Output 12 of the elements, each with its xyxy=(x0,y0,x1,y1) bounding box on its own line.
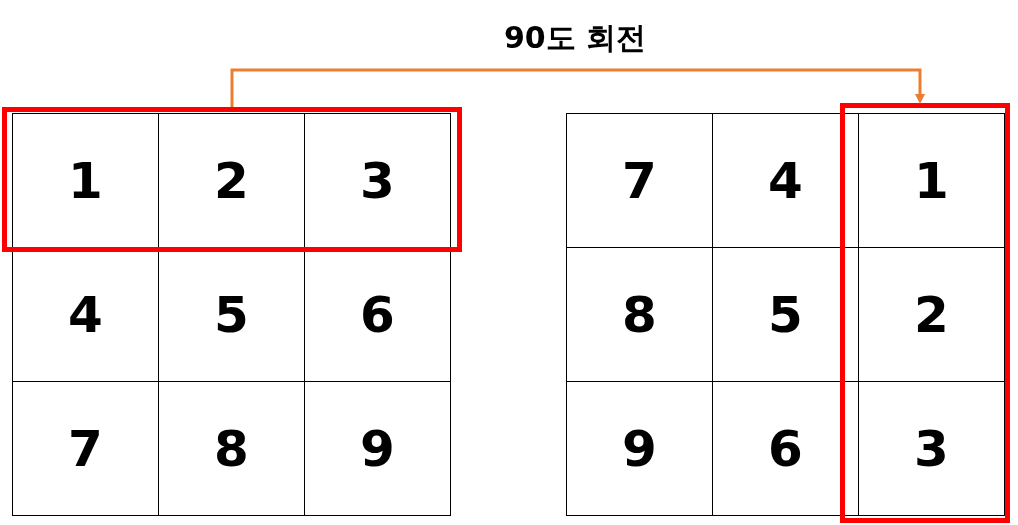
table-cell: 9 xyxy=(304,381,451,516)
table-cell: 9 xyxy=(566,381,713,516)
highlight-frame xyxy=(2,107,462,252)
highlight-frame xyxy=(840,103,1010,523)
table-cell: 7 xyxy=(12,381,159,516)
table-cell: 3 xyxy=(858,381,1005,516)
table-cell: 1 xyxy=(858,113,1005,248)
edge-label: 90도 회전 xyxy=(504,19,647,57)
table-cell: 3 xyxy=(304,113,451,248)
table-cell: 1 xyxy=(12,113,159,248)
arrow xyxy=(230,68,925,107)
table-cell: 7 xyxy=(566,113,713,248)
